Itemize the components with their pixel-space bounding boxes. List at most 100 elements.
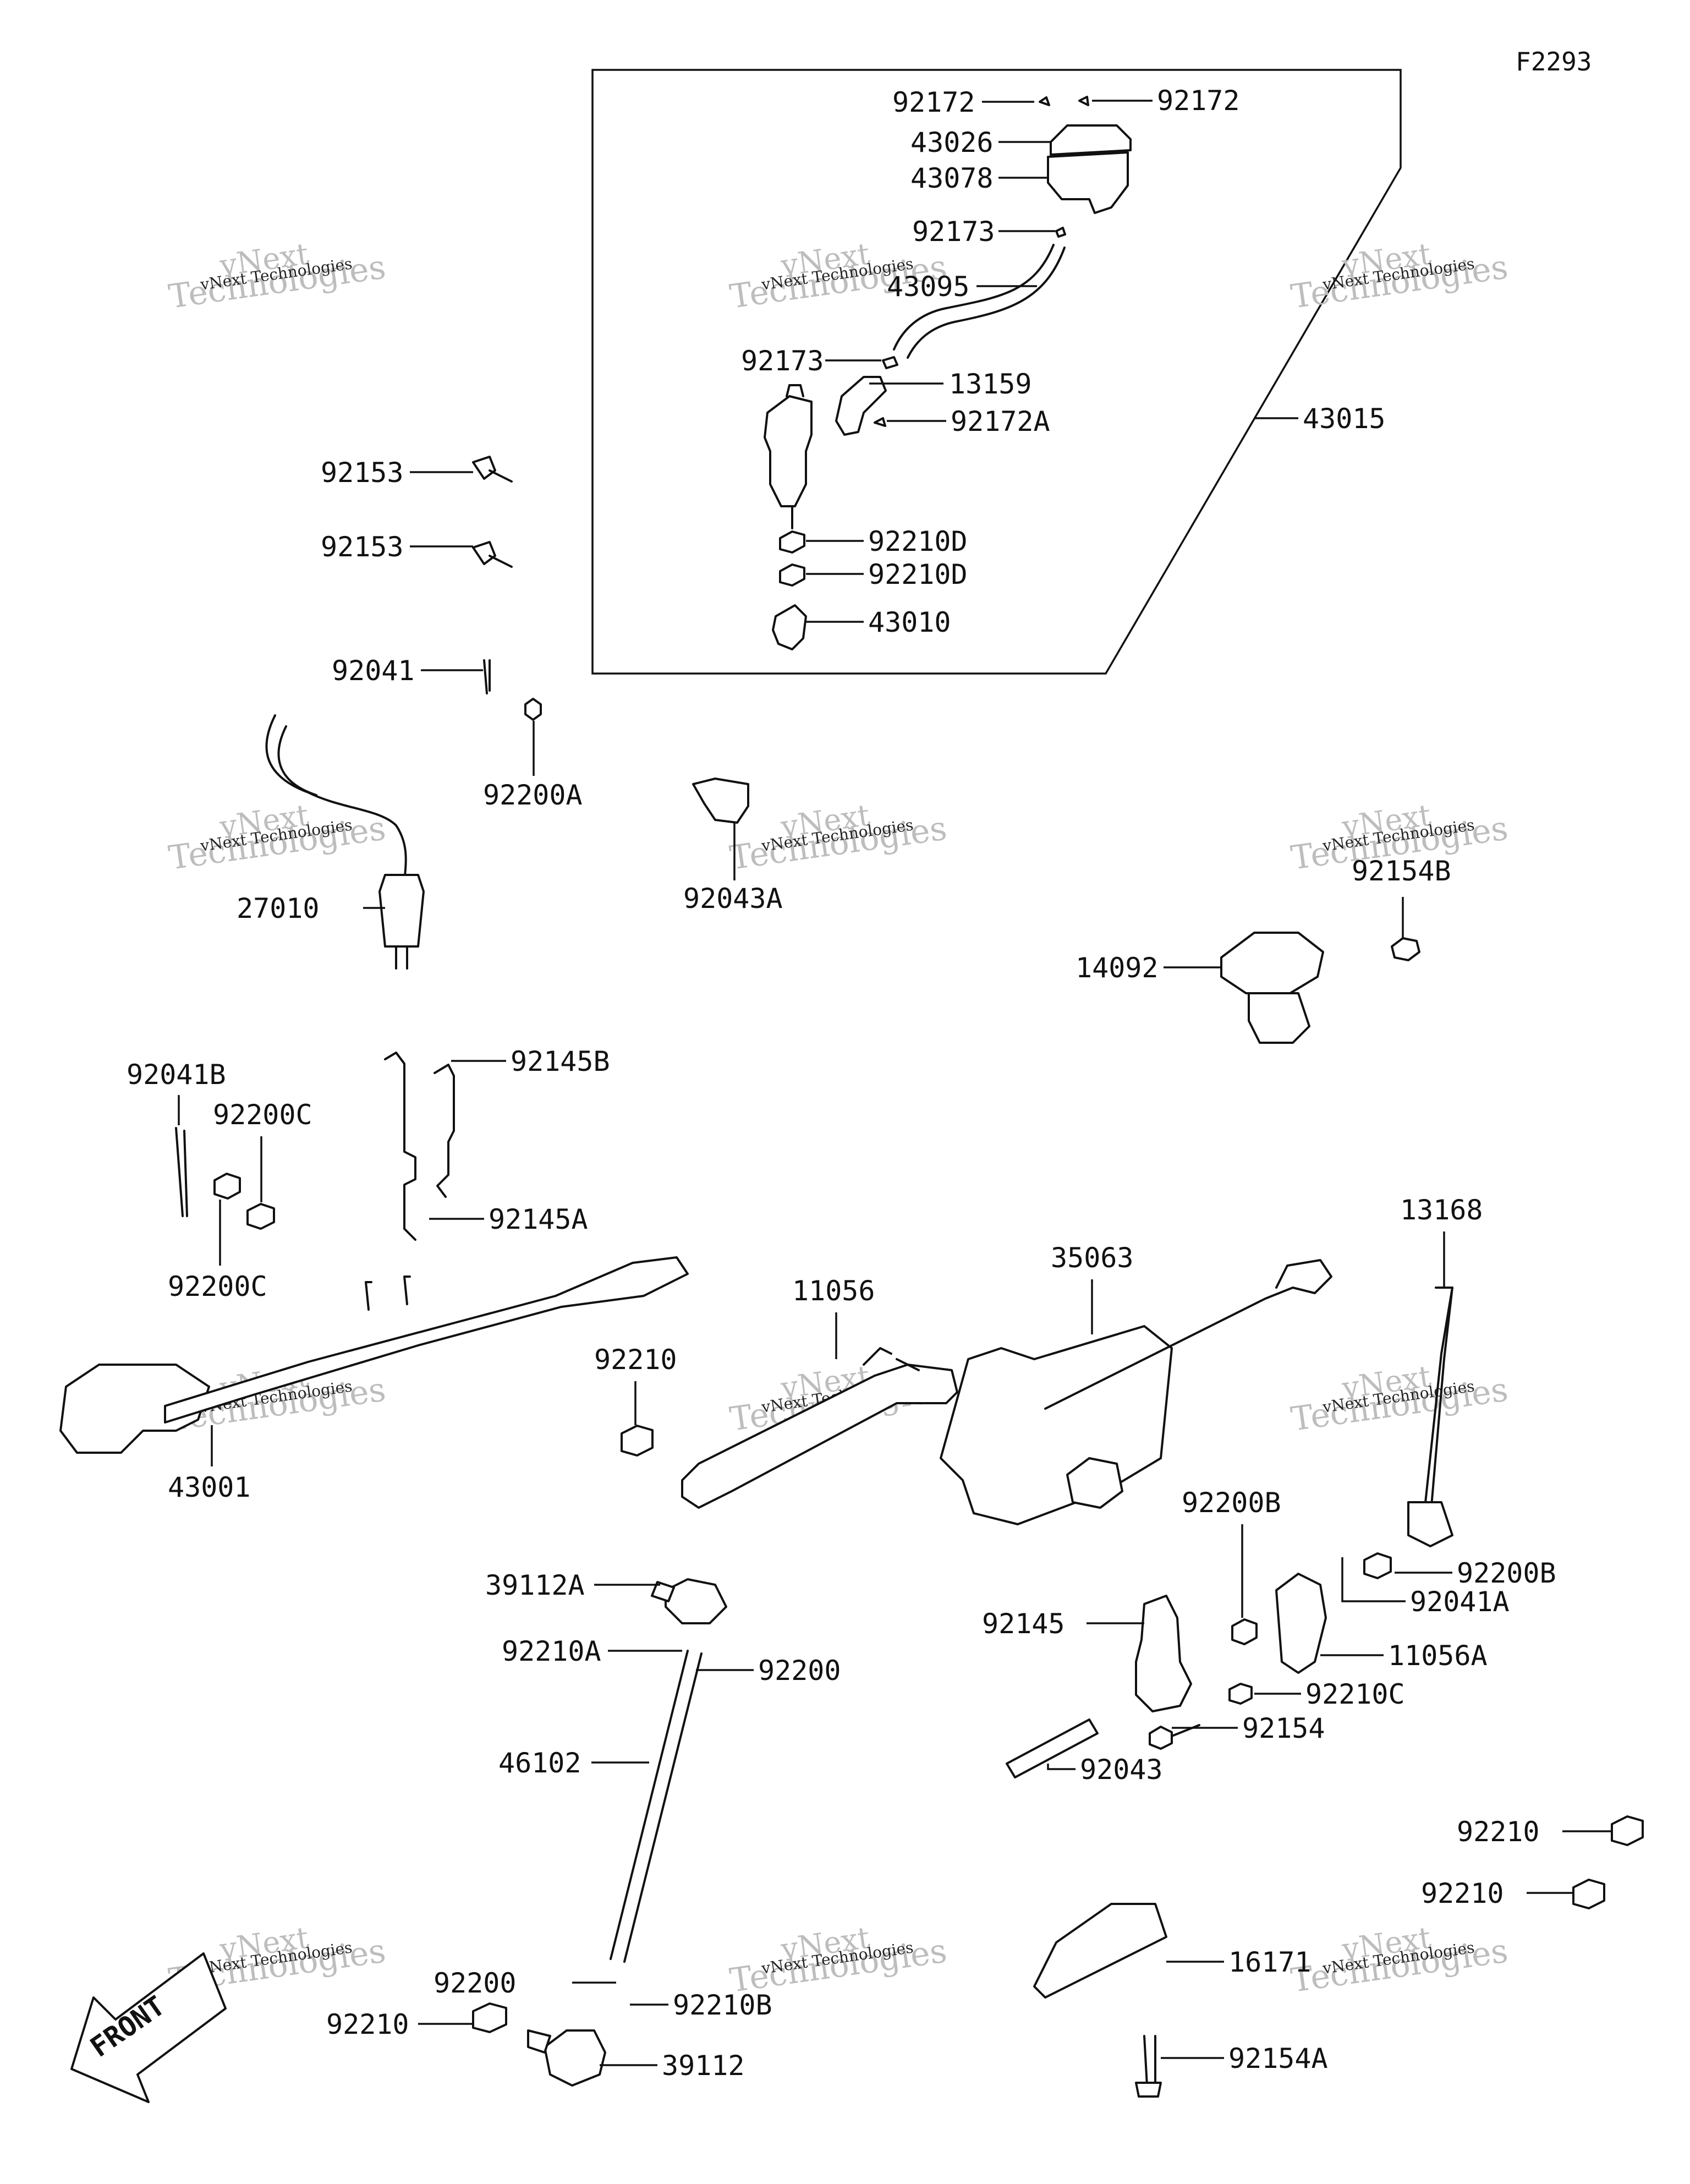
part-27010-icon <box>277 725 317 796</box>
part-92153-icon <box>472 456 496 480</box>
part-label-92154A[interactable]: 92154A <box>1228 2043 1328 2074</box>
part-label-92210[interactable]: 92210 <box>594 1344 677 1376</box>
part-43010-icon <box>772 604 807 650</box>
part-label-92210A[interactable]: 92210A <box>502 1635 601 1667</box>
part-39112A-icon <box>665 1578 727 1624</box>
watermark: vNext Technologies vNext Technologies <box>166 236 388 316</box>
part-39112-icon <box>544 2029 606 2087</box>
part-label-92041A[interactable]: 92041A <box>1410 1586 1510 1618</box>
part-label-43015[interactable]: 43015 <box>1303 403 1386 435</box>
part-drawings <box>59 96 1644 2103</box>
part-92210-icon <box>472 2002 507 2033</box>
part-92041-icon <box>483 659 491 694</box>
watermark: vNext Technologies vNext Technologies <box>1288 1359 1510 1438</box>
part-35063-icon <box>940 1325 1173 1525</box>
part-92154B-icon <box>1391 937 1420 961</box>
part-label-92145[interactable]: 92145 <box>982 1608 1065 1640</box>
part-92200B-icon <box>1363 1552 1392 1579</box>
part-label-92172A[interactable]: 92172A <box>951 406 1050 437</box>
part-11056A-icon <box>1275 1573 1327 1674</box>
part-92200C-icon <box>246 1203 275 1230</box>
part-label-46102[interactable]: 46102 <box>498 1747 581 1779</box>
part-92145A-icon <box>384 1052 416 1241</box>
part-92210D-icon <box>779 530 805 554</box>
part-label-43010[interactable]: 43010 <box>868 606 951 638</box>
part-label-39112A[interactable]: 39112A <box>485 1569 585 1601</box>
part-92145-icon <box>1135 1595 1192 1712</box>
part-label-43095[interactable]: 43095 <box>887 271 970 303</box>
part-92200C-icon <box>213 1173 241 1200</box>
part-label-92153[interactable]: 92153 <box>321 457 404 489</box>
watermark: vNext Technologies vNext Technologies <box>727 1920 949 2000</box>
part-label-13159[interactable]: 13159 <box>949 368 1032 400</box>
part-label-92200[interactable]: 92200 <box>434 1967 517 1999</box>
part-92210C-icon <box>1228 1683 1253 1705</box>
part-label-92173[interactable]: 92173 <box>912 216 995 248</box>
part-label-39112[interactable]: 39112 <box>662 2050 745 2082</box>
part-label-92210B[interactable]: 92210B <box>673 1989 772 2021</box>
part-label-92043[interactable]: 92043 <box>1080 1754 1163 1786</box>
part-label-92200A[interactable]: 92200A <box>483 779 583 811</box>
part-label-92154[interactable]: 92154 <box>1242 1712 1325 1744</box>
part-label-92200B[interactable]: 92200B <box>1182 1487 1281 1519</box>
part-label-92041[interactable]: 92041 <box>332 655 415 687</box>
part-43078-icon <box>1047 151 1129 214</box>
part-label-35063[interactable]: 35063 <box>1051 1242 1134 1274</box>
part-label-13168[interactable]: 13168 <box>1400 1194 1483 1226</box>
part-label-43026[interactable]: 43026 <box>910 127 994 158</box>
part-label-43001[interactable]: 43001 <box>168 1471 251 1503</box>
part-92210-icon <box>621 1425 654 1457</box>
part-label-92145A[interactable]: 92145A <box>489 1203 588 1235</box>
part-14092-icon <box>1220 932 1324 994</box>
part-label-92200C[interactable]: 92200C <box>213 1099 312 1131</box>
part-92172A-icon <box>874 417 886 427</box>
part-43095-icon <box>907 247 1066 359</box>
part-92154A-icon <box>1143 2035 1156 2087</box>
part-11056-icon <box>681 1364 958 1509</box>
leader-lines <box>178 100 1612 2066</box>
part-92153-icon <box>472 541 496 565</box>
part-label-92210[interactable]: 92210 <box>326 2008 409 2040</box>
part-label-92210D[interactable]: 92210D <box>868 559 968 590</box>
part-16171-icon <box>1033 1903 1167 1999</box>
part-92172-icon <box>1078 96 1089 106</box>
part-label-92172[interactable]: 92172 <box>1157 85 1240 117</box>
part-92041B-icon <box>175 1127 188 1217</box>
part-label-27010[interactable]: 27010 <box>237 893 320 924</box>
part-label-92210[interactable]: 92210 <box>1421 1878 1504 1909</box>
part-label-92200C[interactable]: 92200C <box>168 1271 267 1302</box>
part-labels: 92172 92172 43026 43078 92173 43095 9217… <box>127 85 1556 2082</box>
part-92043-icon <box>1006 1718 1099 1778</box>
part-label-92154B[interactable]: 92154B <box>1352 855 1451 887</box>
part-label-92043A[interactable]: 92043A <box>683 883 783 915</box>
part-92154-icon <box>1149 1726 1173 1750</box>
watermark: vNext Technologies vNext Technologies <box>1288 236 1510 316</box>
part-label-92172[interactable]: 92172 <box>892 86 975 118</box>
diagram-code: F2293 <box>1516 47 1592 76</box>
part-label-92200[interactable]: 92200 <box>758 1655 841 1687</box>
part-label-43078[interactable]: 43078 <box>910 162 994 194</box>
watermark: vNext Technologies vNext Technologies <box>727 797 949 877</box>
part-label-92210D[interactable]: 92210D <box>868 526 968 557</box>
part-label-92153[interactable]: 92153 <box>321 531 404 563</box>
master-cylinder-icon <box>764 395 813 507</box>
part-label-11056A[interactable]: 11056A <box>1388 1640 1488 1672</box>
part-label-92145B[interactable]: 92145B <box>511 1046 610 1077</box>
part-label-92173[interactable]: 92173 <box>741 345 824 377</box>
part-92210-icon <box>1611 1815 1644 1846</box>
part-label-11056[interactable]: 11056 <box>792 1275 875 1307</box>
assembly-box-43015 <box>591 69 1402 675</box>
part-92173-icon <box>1055 227 1066 238</box>
part-92200B-icon <box>1231 1618 1258 1645</box>
part-label-92200B[interactable]: 92200B <box>1457 1557 1556 1589</box>
watermark: vNext Technologies vNext Technologies <box>1288 1920 1510 2000</box>
part-label-92210[interactable]: 92210 <box>1457 1816 1540 1848</box>
part-label-92041B[interactable]: 92041B <box>127 1059 226 1091</box>
part-label-16171[interactable]: 16171 <box>1228 1946 1312 1978</box>
part-label-92210C[interactable]: 92210C <box>1305 1678 1405 1710</box>
part-92173-icon <box>882 356 898 369</box>
part-92210D-icon <box>779 563 805 587</box>
part-label-14092[interactable]: 14092 <box>1076 952 1159 984</box>
part-13159-icon <box>835 376 887 436</box>
